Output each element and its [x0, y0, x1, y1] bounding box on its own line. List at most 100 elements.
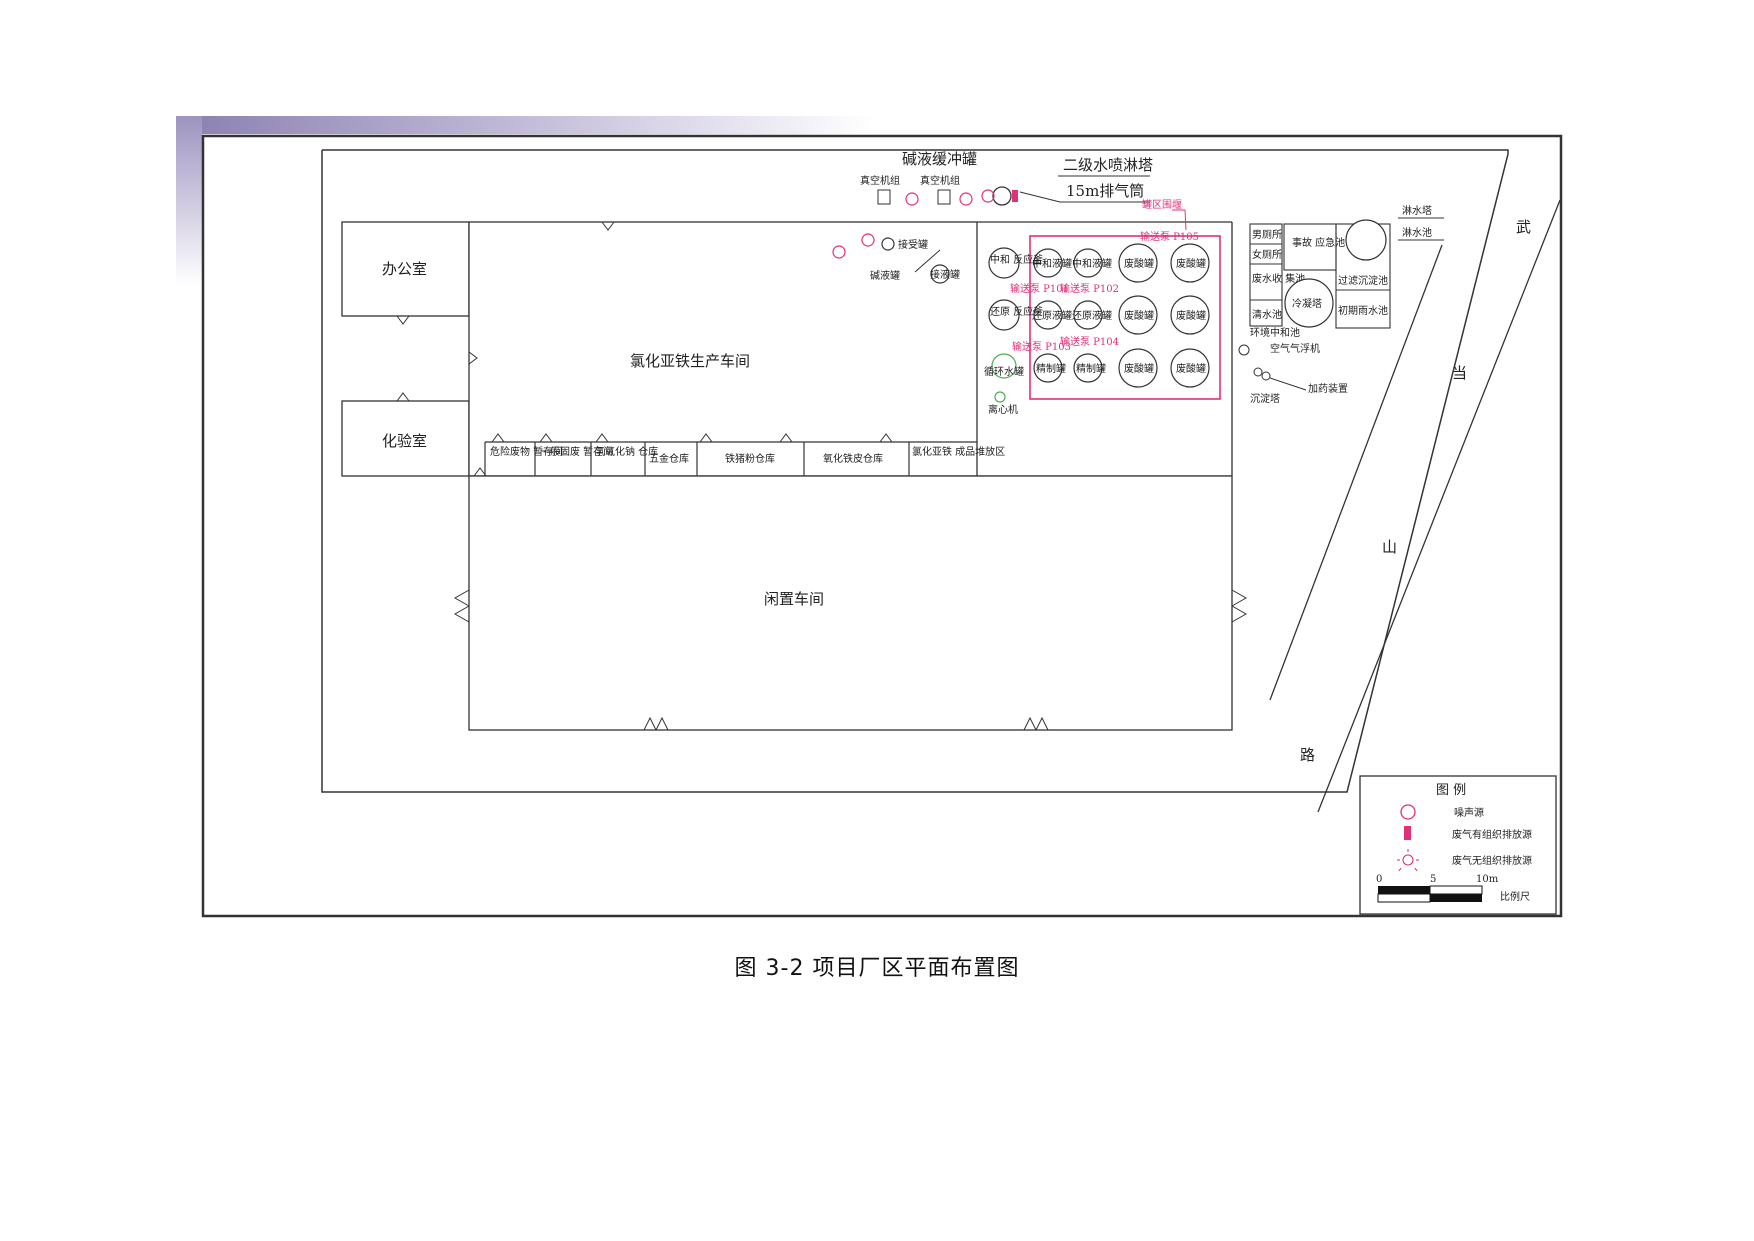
tank-r2-3-label: 废酸罐: [1124, 309, 1154, 322]
vacuum-unit-2-label: 真空机组: [920, 174, 960, 187]
road-label-4: 路: [1300, 746, 1315, 764]
property-boundary: [321, 149, 1509, 793]
settle-label: 沉淀塔: [1250, 392, 1280, 405]
vacuum-unit-1: [877, 189, 891, 205]
storeroom-hazard-label: 危险废物 暂存间: [490, 445, 563, 458]
receiver-label: 接受罐: [898, 238, 928, 251]
collect-label: 接液罐: [930, 268, 960, 281]
tank-r1-4: [1170, 243, 1210, 283]
reduce-reactor: [988, 299, 1020, 331]
tank-r2-4-label: 废酸罐: [1176, 309, 1206, 322]
office-label: 办公室: [382, 260, 427, 278]
pump-p102-label: 输送泵 P102: [1060, 282, 1119, 295]
tank-r1-2: [1073, 248, 1103, 278]
tank-r3-4-label: 废酸罐: [1176, 362, 1206, 375]
tanks-row-2: [1033, 295, 1210, 335]
pump-p104-label: 输送泵 P104: [1060, 335, 1119, 348]
alkali-buffer-label: 碱液缓冲罐: [902, 150, 977, 168]
tank-r1-1: [1033, 248, 1063, 278]
storeroom-solid-waste-label: 一般固废 暂存间: [540, 445, 613, 458]
drain-pool-label: 清水池: [1252, 308, 1282, 321]
storeroom-row: [484, 441, 977, 476]
tank-r3-4: [1170, 348, 1210, 388]
scale-tick-0: 0: [1376, 874, 1382, 885]
alkali-tank-label: 碱液罐: [870, 269, 900, 282]
storeroom-iron-scale-label: 氧化铁皮仓库: [823, 452, 883, 465]
road-edge-right: [1317, 199, 1561, 813]
tank-r2-2-label: 还原液罐: [1072, 309, 1112, 322]
neutral-reactor: [988, 247, 1020, 279]
men-toilet-label: 男厕所: [1252, 229, 1282, 241]
noise-source-4: [861, 233, 875, 247]
tank-r1-4-label: 废酸罐: [1176, 257, 1206, 270]
circ-tank-label: 循环水罐: [984, 365, 1024, 378]
legend-organized-icon: [1404, 826, 1411, 840]
scan-shade-top: [176, 116, 876, 134]
dosing-label: 加药装置: [1308, 382, 1348, 395]
road-label-1: 武: [1516, 218, 1531, 236]
emergency-pool-label: 事故 应急池: [1292, 236, 1345, 249]
door-marks: [396, 221, 1248, 731]
spray-tower: [1345, 219, 1387, 261]
tank-r1-3: [1118, 243, 1158, 283]
legend-unorganized-icon: [1397, 849, 1419, 872]
noise-source-3: [981, 189, 995, 203]
scrubber-tower: [992, 186, 1012, 206]
idle-workshop: [468, 475, 1233, 731]
collect-tank: [930, 264, 950, 284]
tank-r2-1-label: 还原液罐: [1032, 309, 1072, 322]
cooling-tower-label: 冷凝塔: [1292, 297, 1322, 310]
scrubber-label: 二级水喷淋塔: [1063, 156, 1153, 174]
pump-p103-label: 输送泵 P103: [1012, 340, 1071, 353]
scan-shade-left: [176, 116, 202, 286]
tank-r1-3-label: 废酸罐: [1124, 257, 1154, 270]
tank-r2-1: [1033, 300, 1063, 330]
noise-source-2: [959, 192, 973, 206]
road-edge-left: [1269, 244, 1443, 701]
waste-water-label: 废水收 集池: [1252, 272, 1305, 285]
neutral-pool-label: 环境中和池: [1250, 326, 1300, 339]
tanks-row-1: [1033, 243, 1210, 283]
scale-tick-5: 5: [1430, 874, 1436, 885]
road-label-3: 山: [1382, 538, 1397, 556]
tanks-row-3: [1033, 348, 1210, 388]
cooling-tower: [1284, 278, 1334, 328]
neutral-reactor-label: 中和 反应釜: [990, 253, 1043, 266]
dosing-mark-1: [1253, 367, 1263, 377]
idle-workshop-label: 闲置车间: [764, 590, 824, 608]
pump-p105-label: 输送泵 P105: [1140, 230, 1199, 243]
vacuum-unit-1-label: 真空机组: [860, 174, 900, 187]
noise-source-5: [832, 245, 846, 259]
main-workshop: [468, 221, 978, 477]
office-building: [341, 221, 470, 317]
tank-r3-2: [1073, 353, 1103, 383]
storeroom-hardware-label: 五金仓库: [649, 452, 689, 465]
centrifuge-label: 离心机: [988, 403, 1018, 416]
storeroom-naoh-label: 氢氧化钠 仓库: [595, 445, 658, 458]
legend-unorganized-label: 废气无组织排放源: [1452, 854, 1532, 867]
clear-pool-label: 初期雨水池: [1338, 304, 1388, 317]
tank-bund: [1029, 235, 1221, 400]
tank-r2-3: [1118, 295, 1158, 335]
filter-pool-label: 过滤沉淀池: [1338, 274, 1388, 287]
reduce-reactor-label: 还原 反应釜: [990, 305, 1043, 318]
tank-r3-3: [1118, 348, 1158, 388]
tank-r2-4: [1170, 295, 1210, 335]
tank-bund-label: 罐区围堰: [1142, 198, 1182, 211]
figure-caption: 图 3-2 项目厂区平面布置图: [734, 956, 1020, 981]
outer-frame: [201, 134, 1563, 918]
spray-tower-label: 淋水塔: [1402, 204, 1432, 217]
tank-r3-1-label: 精制罐: [1036, 362, 1066, 375]
road-label-2: 当: [1452, 364, 1467, 382]
women-toilet-label: 女厕所: [1252, 248, 1282, 261]
tank-r3-3-label: 废酸罐: [1124, 362, 1154, 375]
spray-pool-label: 淋水池: [1402, 226, 1432, 239]
storeroom-product-label: 氯化亚铁 成品堆放区: [912, 445, 1005, 458]
legend-title: 图 例: [1436, 783, 1466, 798]
legend-noise-label: 噪声源: [1454, 806, 1484, 819]
scale-bar: [1377, 885, 1483, 903]
tank-r1-1-label: 中和液罐: [1032, 257, 1072, 270]
storeroom-iron-powder-label: 铁猪粉仓库: [725, 452, 775, 465]
legend-noise-icon: [1400, 804, 1416, 820]
